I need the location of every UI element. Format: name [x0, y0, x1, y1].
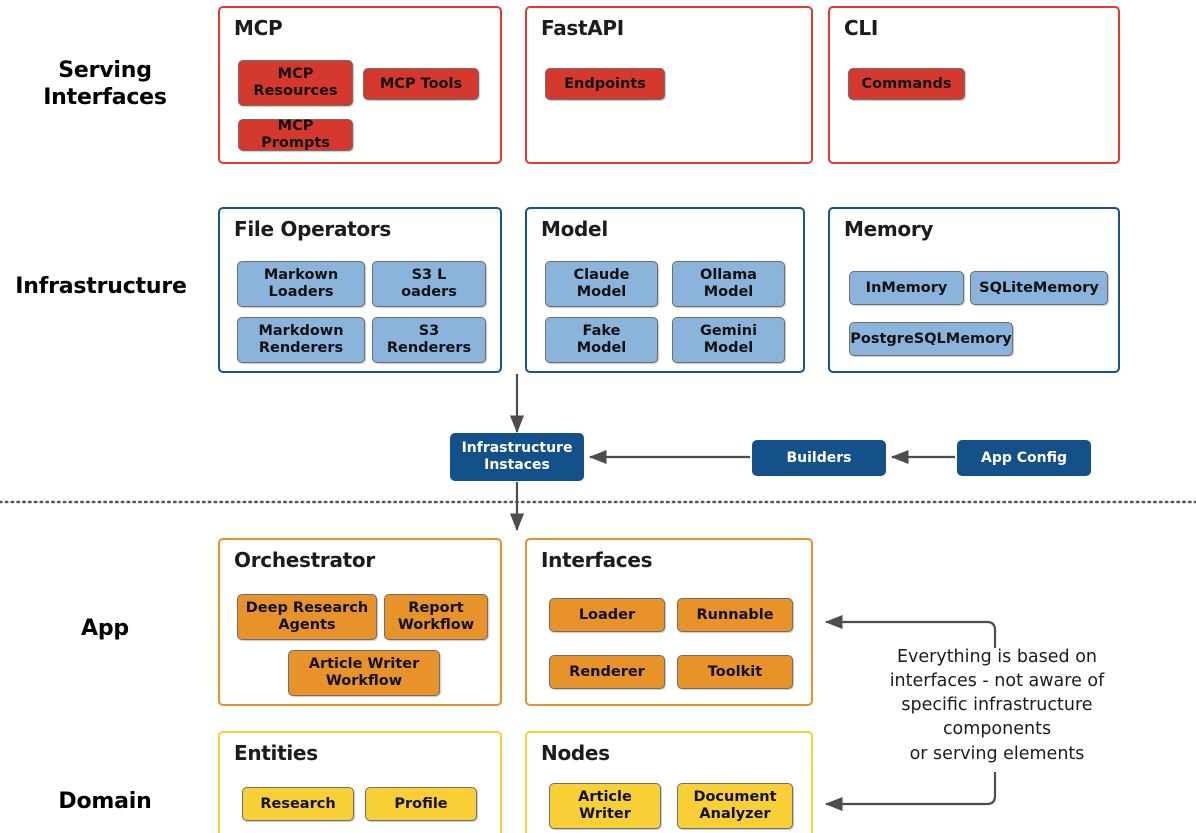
chip-gemini-model[interactable]: Gemini Model: [672, 317, 785, 363]
chip-endpoints[interactable]: Endpoints: [545, 68, 665, 100]
chip-ollama-model[interactable]: Ollama Model: [672, 261, 785, 307]
group-file-operators[interactable]: File Operators Markown Loaders S3 L oade…: [218, 207, 502, 373]
group-fastapi[interactable]: FastAPI Endpoints: [525, 6, 813, 164]
chip-mcp-tools[interactable]: MCP Tools: [363, 68, 479, 100]
chip-toolkit[interactable]: Toolkit: [677, 655, 793, 689]
group-cli[interactable]: CLI Commands: [828, 6, 1120, 164]
chip-mcp-prompts[interactable]: MCP Prompts: [238, 118, 353, 151]
row-label-serving: Serving Interfaces: [43, 58, 167, 110]
group-title-interfaces: Interfaces: [541, 548, 653, 572]
group-title-fastapi: FastAPI: [541, 16, 624, 40]
group-title-cli: CLI: [844, 16, 878, 40]
chip-article-writer-workflow[interactable]: Article Writer Workflow: [288, 650, 440, 696]
chip-research[interactable]: Research: [242, 787, 354, 821]
chip-loader[interactable]: Loader: [549, 598, 665, 632]
chip-deep-research-agents[interactable]: Deep Research Agents: [237, 594, 377, 640]
chip-document-analyzer[interactable]: Document Analyzer: [677, 783, 793, 829]
chip-sqlitememory[interactable]: SQLiteMemory: [970, 271, 1108, 305]
chip-runnable[interactable]: Runnable: [677, 598, 793, 632]
group-title-file-operators: File Operators: [234, 217, 392, 241]
chip-claude-model[interactable]: Claude Model: [545, 261, 658, 307]
chip-profile[interactable]: Profile: [365, 787, 477, 821]
chip-article-writer[interactable]: Article Writer: [549, 783, 661, 829]
row-label-domain: Domain: [58, 789, 152, 814]
group-entities[interactable]: Entities Research Profile: [218, 731, 502, 833]
group-title-orchestrator: Orchestrator: [234, 548, 375, 572]
chip-fake-model[interactable]: Fake Model: [545, 317, 658, 363]
chip-mcp-resources[interactable]: MCP Resources: [238, 60, 353, 106]
group-mcp[interactable]: MCP MCP Resources MCP Tools MCP Prompts: [218, 6, 502, 164]
group-interfaces[interactable]: Interfaces Loader Runnable Renderer Tool…: [525, 538, 813, 706]
group-memory[interactable]: Memory InMemory SQLiteMemory PostgreSQLM…: [828, 207, 1120, 373]
group-model[interactable]: Model Claude Model Ollama Model Fake Mod…: [525, 207, 805, 373]
annotation-note: Everything is based on interfaces - not …: [889, 647, 1105, 764]
flowbox-builders[interactable]: Builders: [752, 440, 886, 476]
group-title-mcp: MCP: [234, 16, 283, 40]
row-label-app: App: [81, 616, 129, 641]
chip-inmemory[interactable]: InMemory: [849, 271, 964, 305]
chip-postgresqlmemory[interactable]: PostgreSQLMemory: [849, 322, 1013, 356]
annotation-connector-nodes: [824, 772, 997, 812]
chip-s3-loaders[interactable]: S3 L oaders: [372, 261, 486, 307]
chip-markdown-loaders[interactable]: Markown Loaders: [237, 261, 365, 307]
group-title-nodes: Nodes: [541, 741, 610, 765]
chip-markdown-renderers[interactable]: Markdown Renderers: [237, 317, 365, 363]
chip-report-workflow[interactable]: Report Workflow: [384, 594, 488, 640]
row-label-infrastructure: Infrastructure: [15, 274, 187, 299]
group-title-model: Model: [541, 217, 608, 241]
group-title-entities: Entities: [234, 741, 318, 765]
chip-commands[interactable]: Commands: [848, 68, 965, 100]
chip-renderer[interactable]: Renderer: [549, 655, 665, 689]
chip-s3-renderers[interactable]: S3 Renderers: [372, 317, 486, 363]
group-title-memory: Memory: [844, 217, 934, 241]
group-nodes[interactable]: Nodes Article Writer Document Analyzer: [525, 731, 813, 833]
group-orchestrator[interactable]: Orchestrator Deep Research Agents Report…: [218, 538, 502, 706]
flowbox-infrastructure-instances[interactable]: Infrastructure Instaces: [450, 433, 584, 481]
flowbox-app-config[interactable]: App Config: [957, 440, 1091, 476]
